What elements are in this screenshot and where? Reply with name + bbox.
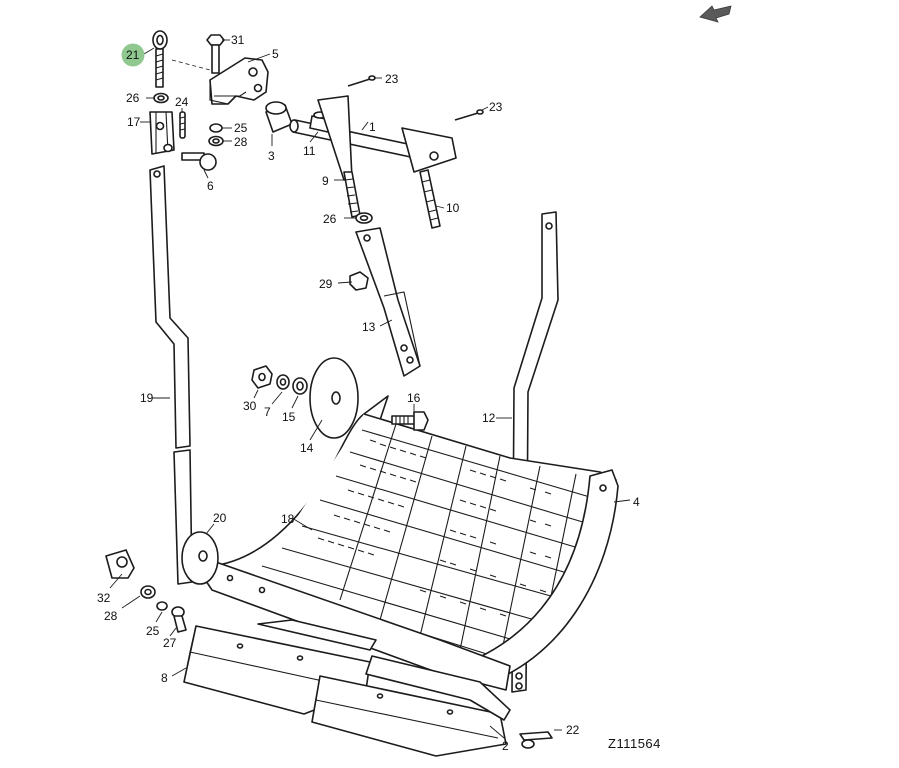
callout-22[interactable]: 22 bbox=[566, 723, 580, 737]
callout-30[interactable]: 30 bbox=[243, 399, 257, 413]
callout-25[interactable]: 25 bbox=[146, 624, 160, 638]
part-22-clip bbox=[519, 731, 553, 749]
part-20-disc bbox=[181, 531, 219, 585]
callout-14[interactable]: 14 bbox=[300, 441, 314, 455]
callout-2[interactable]: 2 bbox=[502, 739, 509, 753]
part-3-bushing bbox=[265, 101, 293, 133]
part-2-angle bbox=[311, 655, 511, 757]
callout-28[interactable]: 28 bbox=[104, 609, 118, 623]
part-23-cotter-pin-a bbox=[347, 75, 376, 87]
part-7-washer bbox=[276, 374, 290, 390]
callout-3[interactable]: 3 bbox=[268, 149, 275, 163]
callout-16[interactable]: 16 bbox=[407, 391, 421, 405]
callout-1[interactable]: 1 bbox=[369, 120, 376, 134]
arrow-down-left-icon[interactable] bbox=[699, 5, 732, 23]
callout-28[interactable]: 28 bbox=[234, 135, 248, 149]
callout-32[interactable]: 32 bbox=[97, 591, 111, 605]
part-30-nut bbox=[251, 365, 273, 389]
callout-5[interactable]: 5 bbox=[272, 47, 279, 61]
part-29-nut bbox=[349, 271, 369, 291]
callout-23[interactable]: 23 bbox=[385, 72, 399, 86]
part-10-arm bbox=[401, 127, 457, 173]
part-25-lock-washer-lower bbox=[156, 601, 168, 611]
part-13-hanger bbox=[355, 227, 421, 377]
part-28-nut-lower bbox=[140, 585, 156, 599]
callout-29[interactable]: 29 bbox=[319, 277, 333, 291]
part-20-rail bbox=[195, 559, 511, 691]
part-31-bolt bbox=[206, 34, 225, 74]
part-16-bolt bbox=[391, 411, 429, 431]
part-32-bracket bbox=[105, 549, 135, 579]
callout-15[interactable]: 15 bbox=[282, 410, 296, 424]
callout-8[interactable]: 8 bbox=[161, 671, 168, 685]
callout-13[interactable]: 13 bbox=[362, 320, 376, 334]
callout-6[interactable]: 6 bbox=[207, 179, 214, 193]
highlight-marker bbox=[121, 43, 145, 67]
part-26-nut-lower bbox=[355, 212, 373, 224]
callout-7[interactable]: 7 bbox=[264, 405, 271, 419]
part-10-threaded-rod bbox=[419, 169, 441, 229]
part-15-spacer bbox=[292, 377, 308, 395]
callout-labels: 21 31 5 23 23 26 24 17 25 28 3 11 1 6 9 … bbox=[97, 33, 640, 753]
part-25-lock-washer-upper bbox=[209, 123, 223, 133]
callout-21[interactable]: 21 bbox=[126, 48, 140, 62]
callout-11[interactable]: 11 bbox=[303, 144, 316, 158]
callout-10[interactable]: 10 bbox=[446, 201, 460, 215]
callout-9[interactable]: 9 bbox=[322, 174, 329, 188]
callout-23[interactable]: 23 bbox=[489, 100, 503, 114]
callout-24[interactable]: 24 bbox=[175, 95, 189, 109]
callout-4[interactable]: 4 bbox=[633, 495, 640, 509]
part-21-eye-bolt bbox=[152, 30, 168, 88]
callout-27[interactable]: 27 bbox=[163, 636, 177, 650]
callout-20[interactable]: 20 bbox=[213, 511, 227, 525]
callout-25[interactable]: 25 bbox=[234, 121, 248, 135]
part-27-bolt bbox=[171, 606, 187, 633]
part-24-spring-pin bbox=[179, 111, 186, 139]
drawing-code: Z111564 bbox=[608, 736, 661, 751]
leader-lines bbox=[109, 39, 631, 739]
part-28-nut-upper bbox=[208, 135, 224, 147]
part-23-cotter-pin-b bbox=[454, 109, 484, 121]
part-19-left-strap bbox=[149, 165, 193, 585]
callout-26[interactable]: 26 bbox=[126, 91, 140, 105]
part-26-nut-upper bbox=[153, 92, 169, 104]
part-6-bolt bbox=[181, 152, 217, 171]
part-17-clevis bbox=[149, 111, 175, 155]
callout-18[interactable]: 18 bbox=[281, 512, 295, 526]
callout-12[interactable]: 12 bbox=[482, 411, 496, 425]
part-5-bracket bbox=[209, 57, 269, 105]
part-14-disc bbox=[309, 357, 359, 439]
callout-26[interactable]: 26 bbox=[323, 212, 337, 226]
part-9-threaded-rod bbox=[343, 171, 361, 218]
callout-19[interactable]: 19 bbox=[140, 391, 154, 405]
callout-17[interactable]: 17 bbox=[127, 115, 141, 129]
callout-31[interactable]: 31 bbox=[231, 33, 245, 47]
